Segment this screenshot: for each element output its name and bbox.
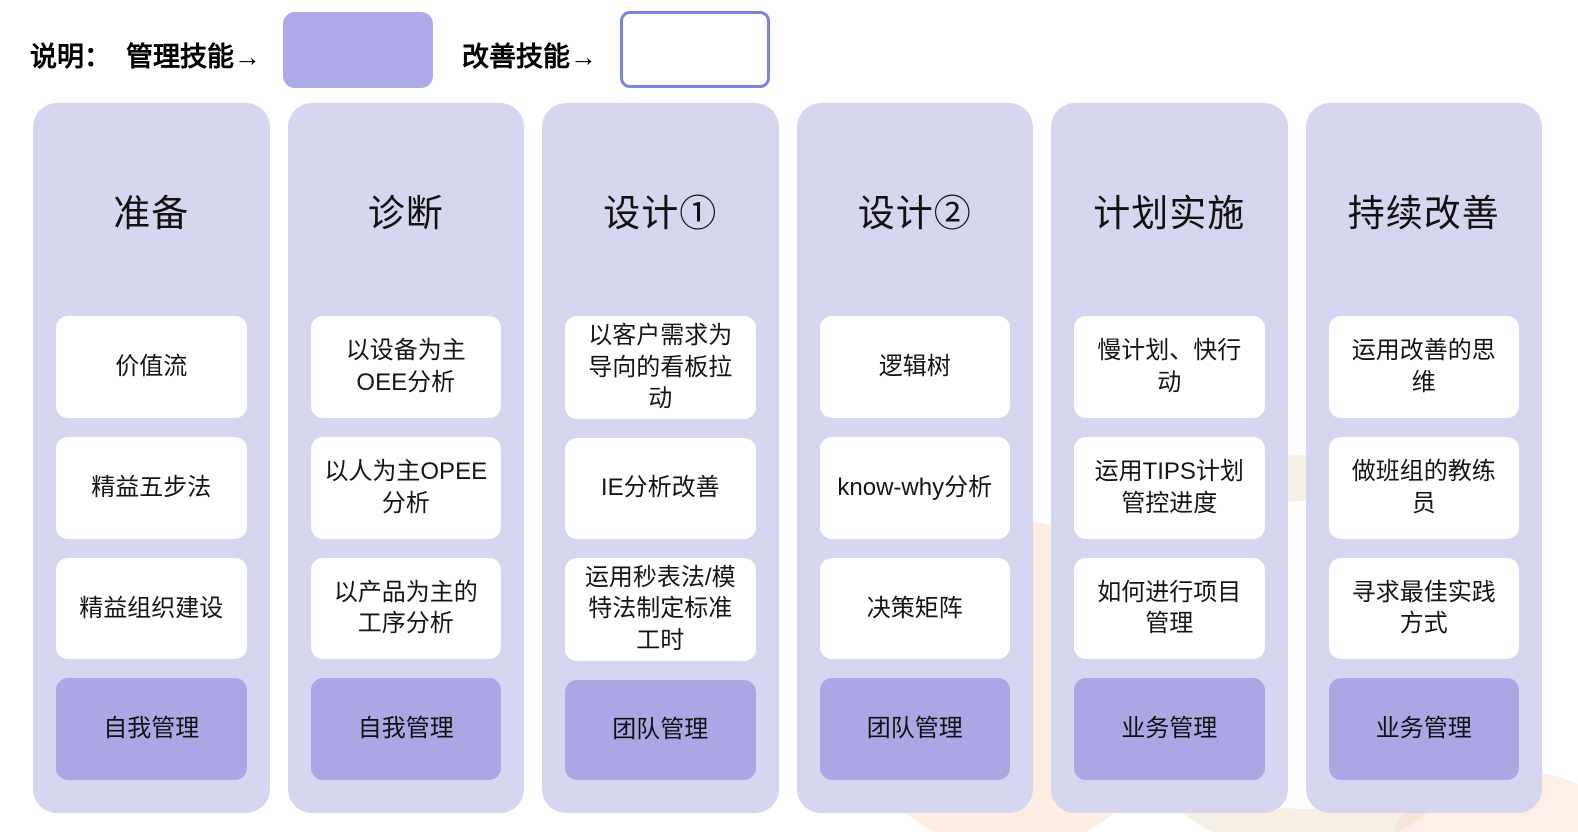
- column-title: 设计②: [857, 192, 972, 234]
- skill-card: know-why分析: [819, 436, 1010, 539]
- column-title: 持续改善: [1347, 192, 1500, 234]
- management-skill-swatch: [283, 12, 433, 88]
- column-diagnosis: 诊断 以设备为主OEE分析 以人为主OPEE分析 以产品为主的工序分析 自我管理: [287, 103, 525, 813]
- column-title: 诊断: [367, 192, 444, 234]
- management-level-card: 团队管理: [565, 679, 756, 780]
- improvement-skill-swatch: [620, 11, 770, 88]
- column-design-2: 设计② 逻辑树 know-why分析 决策矩阵 团队管理: [796, 103, 1034, 813]
- phase-columns: 准备 价值流 精益五步法 精益组织建设 自我管理 诊断 以设备为主OEE分析 以…: [33, 103, 1542, 813]
- management-level-card: 自我管理: [310, 678, 501, 780]
- skill-card: 精益组织建设: [56, 557, 247, 660]
- column-title: 计划实施: [1093, 192, 1246, 234]
- skill-card: 如何进行项目管理: [1074, 557, 1265, 660]
- skill-card: 以客户需求为导向的看板拉动: [565, 316, 756, 420]
- management-level-card: 自我管理: [56, 678, 247, 780]
- column-plan-implementation: 计划实施 慢计划、快行动 运用TIPS计划管控进度 如何进行项目管理 业务管理: [1051, 103, 1288, 813]
- skill-card: 寻求最佳实践方式: [1328, 557, 1519, 660]
- skill-card: 运用秒表法/模特法制定标准工时: [565, 557, 756, 661]
- skill-card: 慢计划、快行动: [1074, 316, 1265, 418]
- management-level-card: 团队管理: [819, 678, 1010, 780]
- skill-card: 逻辑树: [819, 316, 1010, 418]
- legend-title: 说明：: [30, 42, 111, 72]
- column-continuous-improvement: 持续改善 运用改善的思维 做班组的教练员 寻求最佳实践方式 业务管理: [1305, 103, 1543, 813]
- skill-card: 运用改善的思维: [1328, 316, 1519, 418]
- skill-card: 价值流: [56, 316, 247, 418]
- card-list: 逻辑树 know-why分析 决策矩阵 团队管理: [797, 316, 1034, 813]
- skill-card: 以产品为主的工序分析: [310, 557, 501, 660]
- column-title: 准备: [113, 192, 190, 234]
- legend: 说明： 管理技能→ 改善技能→: [0, 0, 1578, 100]
- card-list: 以设备为主OEE分析 以人为主OPEE分析 以产品为主的工序分析 自我管理: [288, 316, 525, 813]
- skill-card: 运用TIPS计划管控进度: [1074, 436, 1265, 539]
- management-skill-label: 管理技能→: [126, 42, 261, 72]
- column-title: 设计①: [603, 192, 718, 234]
- card-list: 运用改善的思维 做班组的教练员 寻求最佳实践方式 业务管理: [1306, 316, 1543, 813]
- card-list: 价值流 精益五步法 精益组织建设 自我管理: [33, 316, 270, 813]
- management-level-card: 业务管理: [1074, 678, 1265, 780]
- column-design-1: 设计① 以客户需求为导向的看板拉动 IE分析改善 运用秒表法/模特法制定标准工时…: [542, 103, 779, 813]
- skill-card: 精益五步法: [56, 436, 247, 539]
- skill-card: IE分析改善: [565, 438, 756, 539]
- skill-card: 以人为主OPEE分析: [310, 436, 501, 539]
- card-list: 慢计划、快行动 运用TIPS计划管控进度 如何进行项目管理 业务管理: [1051, 316, 1288, 813]
- skill-card: 以设备为主OEE分析: [310, 316, 501, 418]
- skill-card: 决策矩阵: [819, 557, 1010, 660]
- column-preparation: 准备 价值流 精益五步法 精益组织建设 自我管理: [33, 103, 270, 813]
- skill-card: 做班组的教练员: [1328, 436, 1519, 539]
- card-list: 以客户需求为导向的看板拉动 IE分析改善 运用秒表法/模特法制定标准工时 团队管…: [542, 316, 779, 813]
- management-level-card: 业务管理: [1328, 678, 1519, 780]
- improvement-skill-label: 改善技能→: [462, 42, 597, 72]
